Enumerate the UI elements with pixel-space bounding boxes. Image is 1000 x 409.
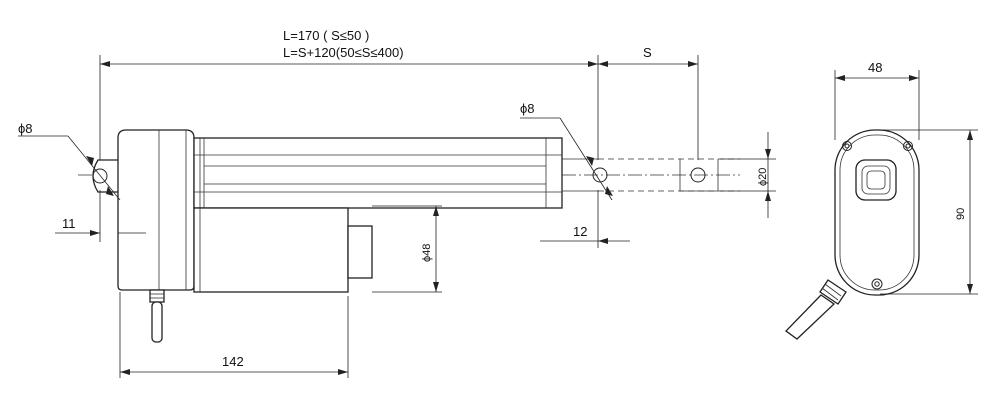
width-dimension — [834, 70, 920, 140]
rear-clevis — [92, 159, 123, 193]
base-length-dimension — [119, 292, 349, 378]
height-dimension — [880, 129, 978, 295]
outer-tube — [193, 137, 563, 209]
end-view-cable — [785, 279, 847, 340]
overall-length-dimension — [99, 55, 599, 160]
motor — [193, 207, 373, 293]
motor-diameter-label: ϕ48 — [421, 244, 433, 262]
front-offset-dimension — [540, 190, 630, 248]
stroke-label: S — [643, 45, 652, 60]
base-length-label: 142 — [222, 354, 244, 369]
stroke-dimension — [598, 55, 699, 160]
gearbox-housing — [117, 129, 195, 291]
length-long-label: L=S+120(50≤S≤400) — [283, 45, 404, 60]
length-short-label: L=170 ( S≤50 ) — [283, 28, 369, 43]
front-offset-label: 12 — [573, 224, 587, 239]
front-hole-label: ϕ8 — [520, 101, 535, 116]
rear-offset-label: 11 — [62, 216, 76, 231]
rear-offset-dimension — [55, 190, 146, 242]
width-label: 48 — [868, 60, 882, 75]
rear-hole-label: ϕ8 — [18, 121, 33, 136]
cable — [149, 289, 165, 343]
motor-diameter-dimension — [372, 205, 442, 293]
height-label: 90 — [955, 208, 967, 220]
end-view — [834, 129, 920, 296]
rear-hole-leader — [18, 135, 121, 201]
front-hole-leader — [520, 117, 613, 201]
rod-diameter-dimension — [720, 132, 776, 218]
rod-diameter-label: ϕ20 — [757, 168, 769, 186]
